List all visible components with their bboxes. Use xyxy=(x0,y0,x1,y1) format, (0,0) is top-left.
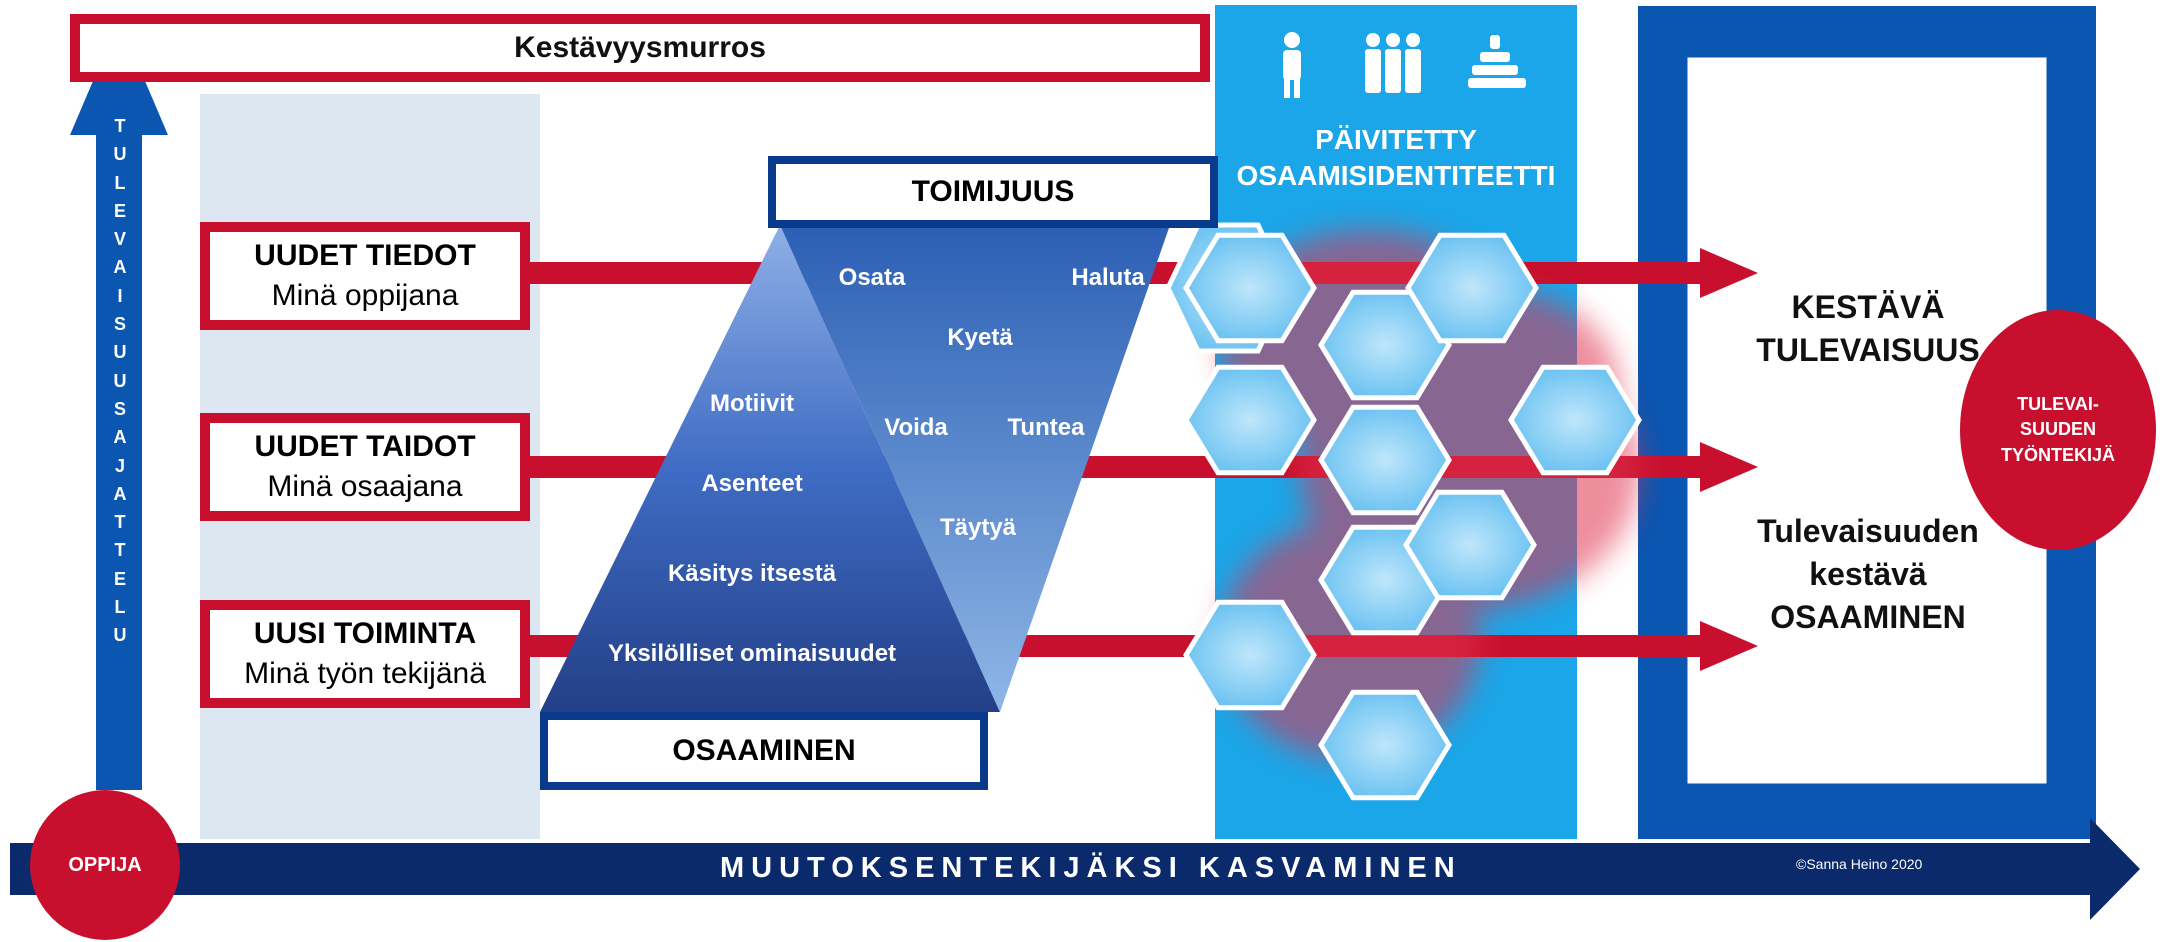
vertical-letter: E xyxy=(113,568,126,589)
identity-title-1: PÄIVITETTY xyxy=(1315,124,1477,155)
pyramid-right xyxy=(780,225,1170,712)
learner-label: OPPIJA xyxy=(68,853,142,876)
word-motives: Motiivit xyxy=(710,390,794,417)
hexagon xyxy=(1508,364,1642,476)
group-icon xyxy=(1365,33,1421,93)
word-able: Kyetä xyxy=(947,324,1013,351)
hexagon xyxy=(1183,364,1317,476)
word-self-image: Käsitys itsestä xyxy=(667,560,837,587)
circle-line3: TYÖNTEKIJÄ xyxy=(2000,444,2115,465)
vertical-arrow xyxy=(70,20,168,790)
person-icon xyxy=(1283,32,1301,98)
hexagon xyxy=(1183,232,1317,344)
bottom-arrow xyxy=(10,818,2140,920)
word-attitudes: Asenteet xyxy=(701,470,803,497)
box-title: UUDET TAIDOT xyxy=(254,429,476,463)
bottom-arrow-label: MUUTOKSENTEKIJÄKSI KASVAMINEN xyxy=(720,852,1462,884)
vertical-letter: T xyxy=(114,116,126,136)
box-new-knowledge: UUDET TIEDOT Minä oppijana xyxy=(200,222,530,330)
future-competence-text: Tulevaisuuden kestävä OSAAMINEN xyxy=(1757,510,1979,640)
copyright-text: ©Sanna Heino 2020 xyxy=(1796,856,1923,872)
vertical-letter: A xyxy=(113,257,127,278)
word-feel: Tuntea xyxy=(1007,414,1085,441)
word-want: Haluta xyxy=(1071,264,1145,291)
competence-label-box: OSAAMINEN xyxy=(540,712,988,790)
word-must: Täytyä xyxy=(939,514,1017,541)
text-line1: Tulevaisuuden xyxy=(1757,513,1979,549)
word-know: Osata xyxy=(838,264,906,291)
word-individual-traits: Yksilölliset ominaisuudet xyxy=(607,640,897,667)
top-bar-label: Kestävyysmurros xyxy=(514,31,766,64)
agency-label-box: TOIMIJUUS xyxy=(768,156,1218,228)
learner-circle: OPPIJA xyxy=(30,790,180,940)
box-title: UUSI TOIMINTA xyxy=(253,616,477,650)
vertical-letter: L xyxy=(114,597,126,618)
heading-line1: KESTÄVÄ xyxy=(1791,289,1945,325)
vertical-letter: U xyxy=(113,144,127,165)
sustainability-transition-bar: Kestävyysmurros xyxy=(70,14,1210,82)
vertical-letter: L xyxy=(114,172,126,193)
vertical-letter: E xyxy=(113,200,126,221)
vertical-letter: A xyxy=(113,483,127,504)
vertical-letter: U xyxy=(113,625,127,646)
vertical-letter: V xyxy=(113,229,126,250)
hexagon xyxy=(1405,232,1539,344)
hexagon xyxy=(1183,599,1317,711)
hexagon xyxy=(1318,689,1452,801)
circle-line1: TULEVAI- xyxy=(2017,394,2099,415)
hexagon xyxy=(1318,404,1452,516)
vertical-letter: U xyxy=(113,342,127,363)
identity-title-2: OSAAMISIDENTITEETTI xyxy=(1236,160,1556,191)
competence-label: OSAAMINEN xyxy=(672,734,856,767)
sustainable-future-heading: KESTÄVÄ TULEVAISUUS xyxy=(1756,286,1979,372)
vertical-letter: I xyxy=(117,285,123,306)
crowd-icon xyxy=(1468,35,1526,88)
future-worker-circle: TULEVAI- SUUDEN TYÖNTEKIJÄ xyxy=(1960,310,2156,550)
hexagon xyxy=(1403,489,1537,601)
heading-line2: TULEVAISUUS xyxy=(1756,332,1980,369)
word-can: Voida xyxy=(884,414,948,441)
vertical-letter: U xyxy=(113,370,127,391)
box-title: UUDET TIEDOT xyxy=(254,238,476,272)
text-line2: kestävä xyxy=(1809,556,1927,593)
box-subtitle: Minä osaajana xyxy=(267,470,463,503)
text-line3: OSAAMINEN xyxy=(1770,599,1966,636)
vertical-letter: A xyxy=(113,427,127,448)
box-new-action: UUSI TOIMINTA Minä työn tekijänä xyxy=(200,600,530,708)
box-new-skills: UUDET TAIDOT Minä osaajana xyxy=(200,413,530,521)
box-subtitle: Minä työn tekijänä xyxy=(244,657,486,690)
vertical-letter: S xyxy=(113,314,126,335)
agency-label: TOIMIJUUS xyxy=(911,175,1075,208)
vertical-letter: J xyxy=(114,455,125,476)
vertical-letter: T xyxy=(114,512,126,533)
box-subtitle: Minä oppijana xyxy=(271,279,459,312)
vertical-letter: S xyxy=(113,398,126,419)
pyramid-left xyxy=(540,225,1000,712)
circle-line2: SUUDEN xyxy=(2019,419,2096,440)
vertical-letter: T xyxy=(114,540,126,561)
